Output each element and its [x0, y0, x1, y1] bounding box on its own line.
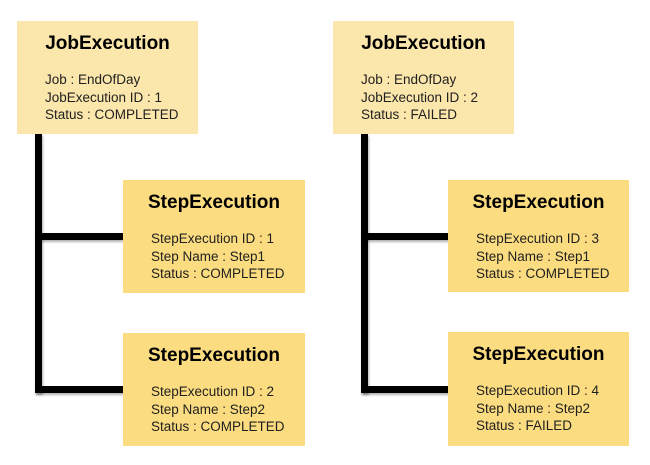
step-execution-2-body: StepExecution ID : 2 Step Name : Step2 S… — [123, 383, 305, 436]
step-execution-3-node: StepExecution StepExecution ID : 3 Step … — [448, 180, 629, 292]
step-execution-1-field-id: StepExecution ID : 1 — [151, 231, 275, 246]
step-execution-4-field-name: Step Name : Step2 — [476, 400, 591, 416]
step-execution-4-node: StepExecution StepExecution ID : 4 Step … — [448, 332, 629, 446]
job-execution-2-field-job: Job : EndOfDay — [361, 72, 457, 87]
connector-vertical-right — [361, 134, 368, 393]
connector-branch-right-step3 — [361, 233, 448, 240]
step-execution-1-field-name: Step Name : Step1 — [151, 248, 266, 264]
step-execution-4-title: StepExecution — [472, 344, 605, 365]
step-execution-2-title: StepExecution — [148, 345, 280, 366]
job-execution-2-field-id: JobExecution ID : 2 — [361, 89, 479, 105]
job-execution-1-node: JobExecution Job : EndOfDay JobExecution… — [17, 21, 198, 134]
connector-branch-left-step2 — [35, 386, 125, 393]
job-execution-1-field-job: Job : EndOfDay — [45, 72, 141, 87]
job-execution-1-body: Job : EndOfDay JobExecution ID : 1 Statu… — [17, 71, 198, 124]
step-execution-2-field-status: Status : COMPLETED — [151, 419, 285, 434]
job-execution-2-node: JobExecution Job : EndOfDay JobExecution… — [333, 21, 514, 134]
job-execution-1-title: JobExecution — [45, 33, 170, 54]
step-execution-4-body: StepExecution ID : 4 Step Name : Step2 S… — [448, 382, 629, 435]
connector-branch-right-step4 — [361, 386, 448, 393]
job-execution-1-field-id: JobExecution ID : 1 — [45, 89, 163, 105]
connector-vertical-left — [35, 134, 42, 393]
step-execution-1-field-status: Status : COMPLETED — [151, 266, 285, 281]
job-execution-2-field-status: Status : FAILED — [361, 107, 458, 122]
step-execution-3-title: StepExecution — [472, 192, 605, 213]
step-execution-3-field-status: Status : COMPLETED — [476, 266, 610, 281]
step-execution-2-node: StepExecution StepExecution ID : 2 Step … — [123, 333, 305, 446]
step-execution-2-field-name: Step Name : Step2 — [151, 401, 266, 417]
step-execution-3-field-name: Step Name : Step1 — [476, 248, 591, 264]
step-execution-2-field-id: StepExecution ID : 2 — [151, 384, 275, 399]
job-execution-2-title: JobExecution — [361, 33, 486, 54]
job-execution-2-body: Job : EndOfDay JobExecution ID : 2 Statu… — [333, 71, 514, 124]
step-execution-3-body: StepExecution ID : 3 Step Name : Step1 S… — [448, 230, 629, 283]
connector-branch-left-step1 — [35, 233, 123, 240]
step-execution-1-body: StepExecution ID : 1 Step Name : Step1 S… — [123, 230, 305, 283]
job-execution-1-field-status: Status : COMPLETED — [45, 107, 179, 122]
step-execution-1-title: StepExecution — [148, 192, 280, 213]
step-execution-1-node: StepExecution StepExecution ID : 1 Step … — [123, 180, 305, 293]
step-execution-4-field-id: StepExecution ID : 4 — [476, 383, 600, 398]
step-execution-4-field-status: Status : FAILED — [476, 418, 573, 433]
step-execution-3-field-id: StepExecution ID : 3 — [476, 231, 600, 246]
